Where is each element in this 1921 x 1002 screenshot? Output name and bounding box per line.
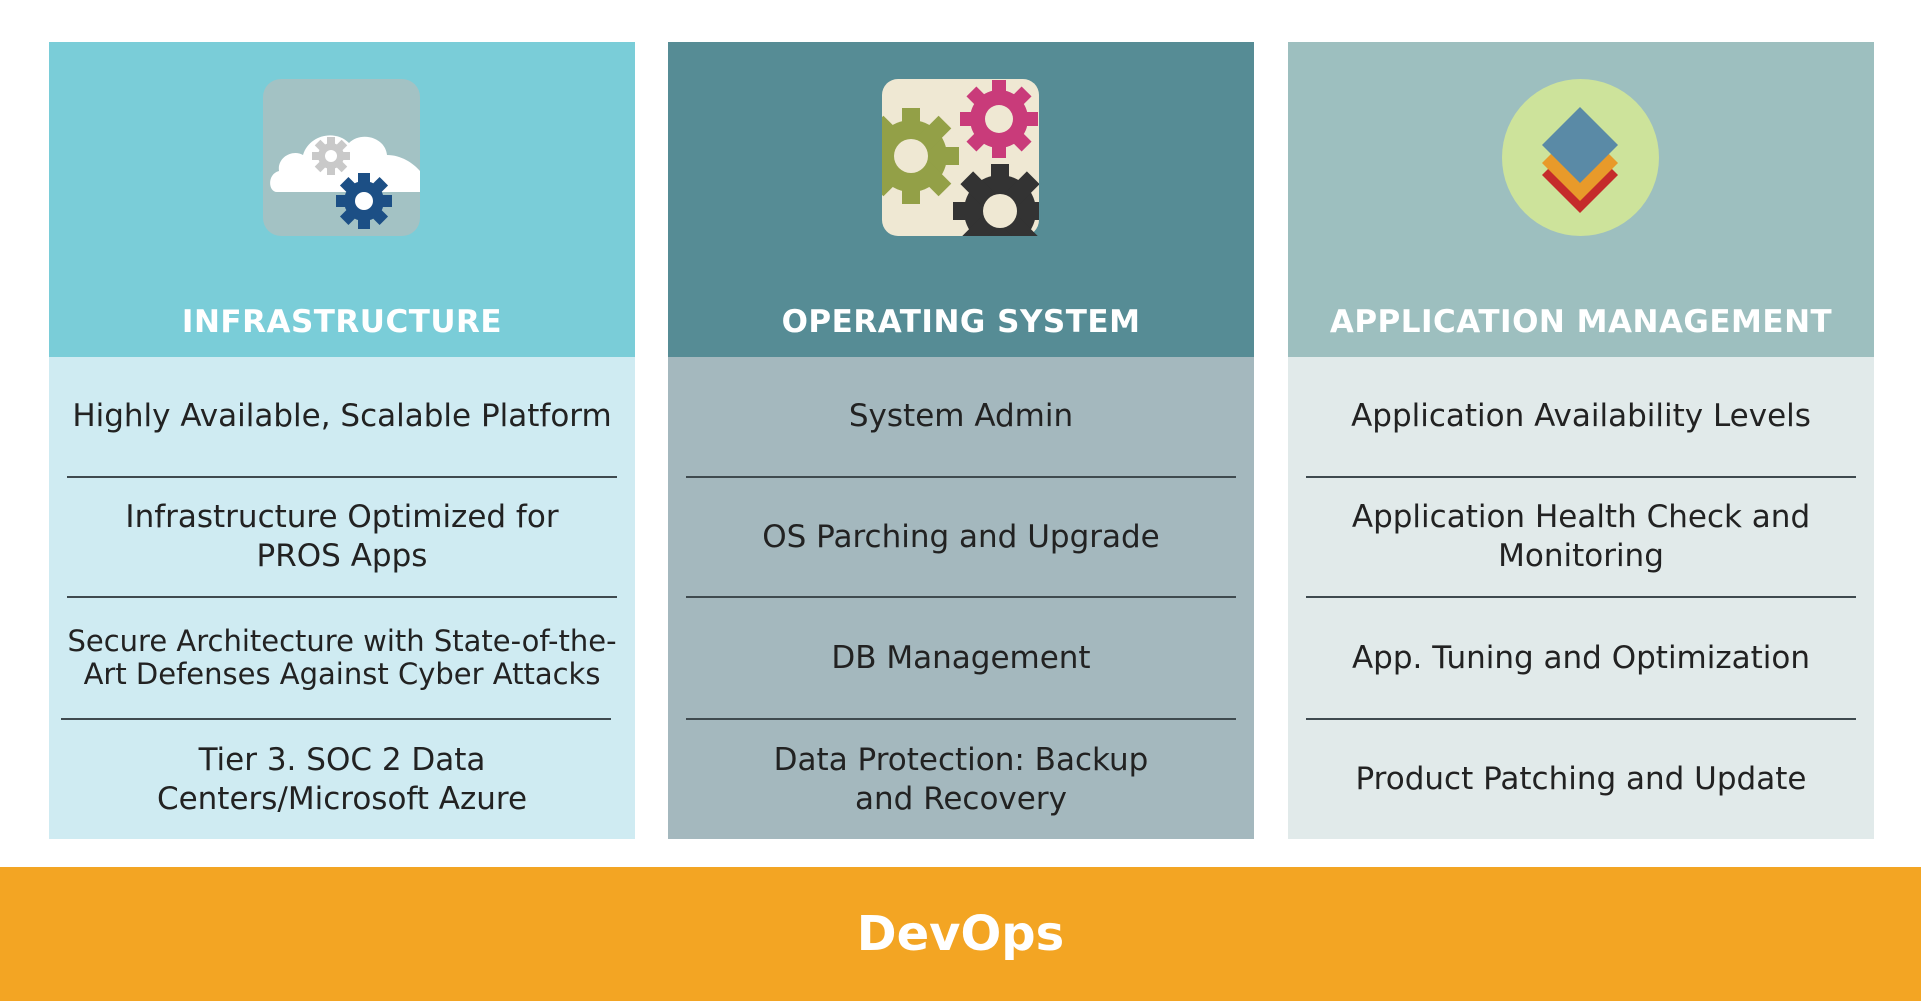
list-item: DB Management — [831, 639, 1091, 676]
list-item: Product Patching and Update — [1355, 761, 1807, 797]
operating-system-title: OPERATING SYSTEM — [781, 304, 1141, 340]
divider — [1306, 596, 1856, 598]
infrastructure-body: Highly Available, Scalable Platform Infr… — [49, 357, 635, 839]
list-item: Infrastructure Optimized for PROS Apps — [125, 499, 559, 574]
infrastructure-column: INFRASTRUCTURE Highly Available, Scalabl… — [49, 42, 635, 839]
divider — [1306, 718, 1856, 720]
infrastructure-header: INFRASTRUCTURE — [49, 42, 635, 357]
cloud-gears-icon — [263, 79, 420, 236]
divider — [1306, 476, 1856, 478]
devops-bar: DevOps — [0, 867, 1921, 1001]
infrastructure-title: INFRASTRUCTURE — [181, 304, 503, 340]
divider — [67, 476, 617, 478]
list-item: Tier 3. SOC 2 Data Centers/Microsoft Azu… — [156, 741, 528, 817]
divider — [67, 596, 617, 598]
list-item: Application Health Check and Monitoring — [1351, 499, 1811, 574]
application-management-header: APPLICATION MANAGEMENT — [1288, 42, 1874, 357]
application-management-column: APPLICATION MANAGEMENT Application Avail… — [1288, 42, 1874, 839]
divider — [61, 718, 611, 720]
application-management-title: APPLICATION MANAGEMENT — [1329, 304, 1833, 340]
operating-system-header: OPERATING SYSTEM — [668, 42, 1254, 357]
list-item: OS Parching and Upgrade — [762, 518, 1160, 555]
list-item: App. Tuning and Optimization — [1351, 639, 1811, 676]
application-management-body: Application Availability Levels Applicat… — [1288, 357, 1874, 839]
list-item: Data Protection: Backup and Recovery — [773, 741, 1149, 817]
divider — [686, 596, 1236, 598]
gears-icon — [882, 79, 1039, 236]
list-item: Application Availability Levels — [1351, 398, 1811, 434]
devops-label: DevOps — [856, 906, 1065, 962]
operating-system-column: OPERATING SYSTEM System Admin OS Parchin… — [668, 42, 1254, 839]
list-item: Secure Architecture with State-of-the-Ar… — [67, 624, 617, 691]
operating-system-body: System Admin OS Parching and Upgrade DB … — [668, 357, 1254, 839]
divider — [686, 718, 1236, 720]
list-item: Highly Available, Scalable Platform — [72, 398, 612, 434]
divider — [686, 476, 1236, 478]
layers-icon — [1502, 79, 1659, 236]
list-item: System Admin — [848, 398, 1074, 434]
